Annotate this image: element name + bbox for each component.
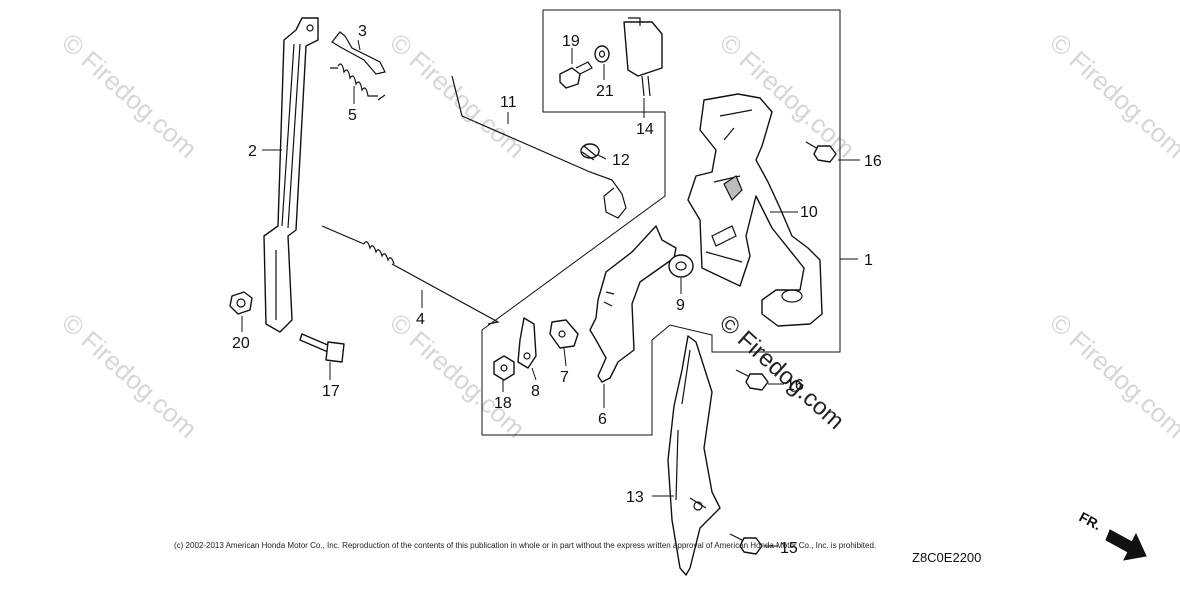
part-12-nut xyxy=(580,143,600,161)
watermark: © Firedog.com xyxy=(1044,27,1180,164)
part-17-bolt xyxy=(299,333,345,363)
callout-13: 13 xyxy=(626,489,644,506)
watermark-layer: © Firedog.com © Firedog.com © Firedog.co… xyxy=(56,27,1180,444)
callout-2: 2 xyxy=(248,143,257,160)
callout-10: 10 xyxy=(800,204,818,221)
part-6-lever xyxy=(589,225,677,383)
callout-20: 20 xyxy=(232,335,250,352)
part-8-arm xyxy=(517,317,537,369)
callout-16-mid: 16 xyxy=(786,377,804,394)
callout-19: 19 xyxy=(562,33,580,50)
part-21-washer xyxy=(594,45,610,63)
part-19-bolt xyxy=(559,61,593,89)
callout-15: 15 xyxy=(780,540,798,557)
part-2-bracket xyxy=(263,17,319,333)
watermark: © Firedog.com xyxy=(56,307,203,444)
part-14-switch xyxy=(623,17,663,97)
watermark-dark: © Firedog.com xyxy=(714,309,849,435)
callout-layer: 1 2 3 4 5 6 7 8 9 10 11 12 13 14 15 16 1… xyxy=(232,23,882,557)
arrow-right-icon xyxy=(1105,529,1147,561)
front-direction-arrow: FR. xyxy=(1077,509,1147,561)
part-7-washer xyxy=(549,319,579,349)
callout-1: 1 xyxy=(864,252,873,269)
part-18-nut xyxy=(493,355,515,381)
copyright-notice: (c) 2002-2013 American Honda Motor Co., … xyxy=(174,541,876,550)
callout-5: 5 xyxy=(348,107,357,124)
watermark: © Firedog.com xyxy=(56,27,203,164)
watermark: © Firedog.com xyxy=(1044,307,1180,444)
part-10-bracket xyxy=(687,93,823,327)
part-13-lever xyxy=(667,335,721,576)
callout-8: 8 xyxy=(531,383,540,400)
part-16-bolt-top xyxy=(805,141,837,163)
leader-lines xyxy=(241,39,860,547)
part-9-washer xyxy=(668,254,694,278)
callout-9: 9 xyxy=(676,297,685,314)
callout-14: 14 xyxy=(636,121,654,138)
callout-3: 3 xyxy=(358,23,367,40)
part-5-spring xyxy=(330,63,386,101)
callout-11: 11 xyxy=(500,94,517,111)
part-3-clip xyxy=(331,31,386,75)
part-20-nut xyxy=(229,291,253,315)
part-16-bolt-mid xyxy=(735,369,769,391)
callout-16-top: 16 xyxy=(864,153,882,170)
direction-label: FR. xyxy=(1077,509,1104,534)
assembly-outline xyxy=(481,9,841,436)
callout-6: 6 xyxy=(598,411,607,428)
callout-17: 17 xyxy=(322,383,340,400)
part-11-rod xyxy=(451,75,627,219)
part-4-spring-rod xyxy=(321,225,500,325)
callout-12: 12 xyxy=(612,152,630,169)
callout-21: 21 xyxy=(596,83,614,100)
part-15-bolt xyxy=(729,533,763,555)
callout-7: 7 xyxy=(560,369,569,386)
callout-18: 18 xyxy=(494,395,512,412)
callout-4: 4 xyxy=(416,311,425,328)
diagram-code: Z8C0E2200 xyxy=(912,550,981,565)
